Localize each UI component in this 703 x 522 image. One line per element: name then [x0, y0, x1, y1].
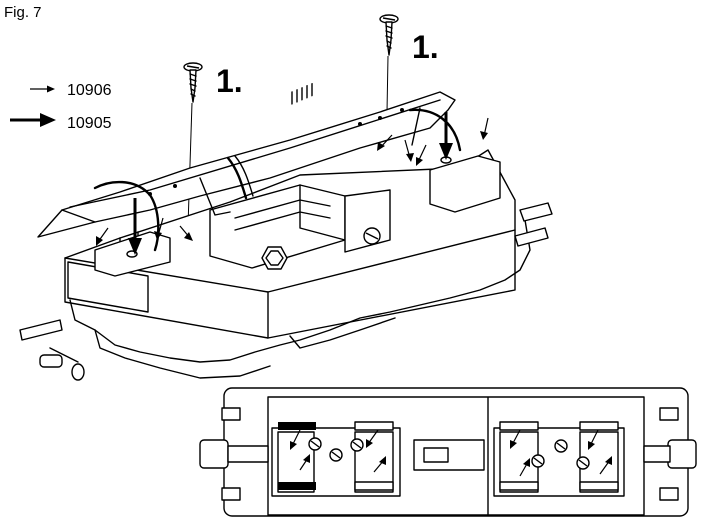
legend-large-arrow-icon	[10, 113, 56, 127]
locomotive-body-shell	[37, 91, 462, 252]
coupler-right	[514, 202, 553, 247]
legend: 10906 10905	[10, 82, 112, 132]
small-arrow-icon	[377, 134, 393, 151]
underside-coupler-right	[643, 407, 697, 501]
hex-nut-icon	[261, 246, 288, 270]
underside-coupler-left	[199, 407, 269, 501]
small-arrow-icon	[154, 217, 164, 240]
coupler-left	[19, 319, 85, 381]
bogie-screw-icon	[329, 448, 343, 462]
bogie-screw-icon	[308, 437, 322, 451]
screw-icon-left	[183, 62, 203, 103]
bogie-screw-icon	[531, 454, 545, 468]
screw-guide-line-right	[386, 55, 389, 113]
bogie-screw-icon	[350, 438, 364, 452]
underside-arrow-icons	[290, 429, 612, 477]
bogie-screw-icon	[554, 439, 568, 453]
large-arrow-icon-right	[439, 112, 453, 160]
legend-large-arrow-code: 10905	[67, 115, 112, 132]
step-number-right: 1.	[412, 29, 439, 65]
bogie-right	[493, 421, 625, 497]
small-arrow-icon	[179, 225, 193, 241]
legend-small-arrow-icon	[30, 85, 55, 93]
bogie-screw-icon	[576, 456, 590, 470]
underside-view	[199, 387, 697, 517]
step-number-left: 1.	[216, 63, 243, 99]
small-arrow-icon	[480, 117, 489, 140]
screw-guide-line-left	[187, 102, 193, 227]
screw-icon-right	[379, 14, 399, 56]
small-arrow-icons	[96, 117, 489, 246]
figure-label: Fig. 7	[4, 4, 42, 21]
legend-small-arrow-code: 10906	[67, 82, 112, 99]
small-arrow-icon	[416, 144, 427, 166]
bogie-left	[271, 421, 401, 497]
body-screw-head-icon	[363, 227, 381, 245]
small-arrow-icon	[404, 139, 414, 162]
small-arrow-icon	[96, 227, 109, 246]
large-arrow-icon-left	[128, 198, 142, 255]
